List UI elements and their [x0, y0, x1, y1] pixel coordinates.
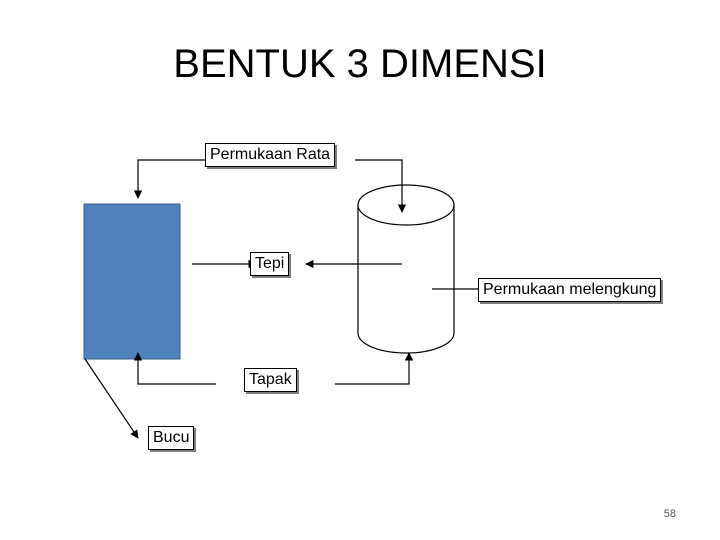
page-number: 58: [663, 508, 676, 520]
label-curved-surface: Permukaan melengkung: [478, 278, 662, 302]
vertex-arrow: [84, 358, 139, 439]
cylinder-shape: [357, 184, 455, 354]
label-flat-surface: Permukaan Rata: [205, 143, 336, 167]
prism-shape: [83, 203, 181, 360]
flat-surface-arrow-right: [355, 159, 407, 213]
base-arrow-right: [335, 352, 414, 385]
base-arrow-left: [133, 352, 216, 385]
label-vertex: Bucu: [148, 426, 195, 450]
label-base: Tapak: [244, 368, 297, 392]
slide-title: BENTUK 3 DIMENSI: [173, 42, 547, 86]
flat-surface-arrow-left: [133, 159, 205, 199]
label-edge: Tepi: [250, 252, 290, 276]
